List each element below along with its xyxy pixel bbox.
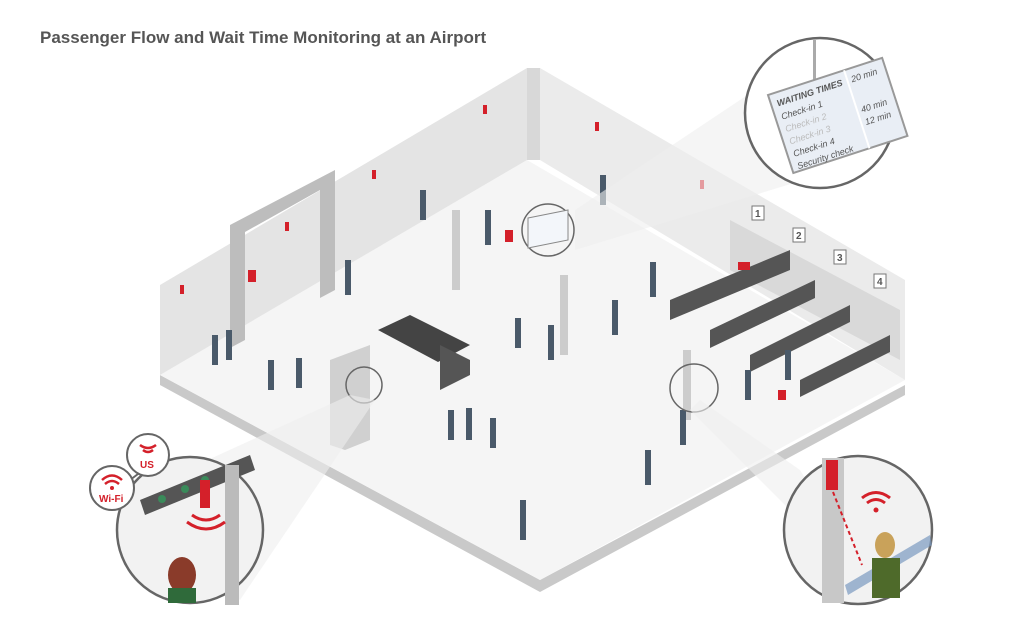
counter-number: 1	[755, 209, 761, 220]
pillar	[560, 275, 568, 355]
signal-waves-icon	[186, 513, 226, 531]
counter-number: 4	[877, 277, 883, 288]
luggage	[248, 230, 786, 400]
diagram-title: Passenger Flow and Wait Time Monitoring …	[40, 28, 487, 47]
wifi-sensor-badge: Wi-Fi	[89, 465, 135, 511]
waiting-times-sign-small	[521, 203, 575, 257]
passengers	[212, 175, 791, 540]
wifi-icon	[861, 491, 891, 505]
floor	[160, 160, 905, 592]
gate-sensor-callout	[115, 455, 265, 605]
pillar-sensor-callout	[782, 454, 934, 606]
waiting-times-callout: WAITING TIMES Check-in 1 20 min Check-in…	[743, 36, 909, 190]
us-badge-label: US	[140, 460, 154, 471]
wifi-badge-label: Wi-Fi	[99, 494, 124, 505]
ultrasound-icon	[139, 443, 157, 454]
pillar	[683, 350, 691, 420]
us-sensor-badge: US	[126, 433, 170, 481]
pillar	[452, 210, 460, 290]
counter-number: 2	[796, 231, 802, 242]
counter-number: 3	[837, 253, 843, 264]
checkin-counters: 1 2 3 4	[670, 205, 900, 397]
wifi-icon	[101, 474, 123, 485]
entrance-gate	[230, 170, 335, 348]
